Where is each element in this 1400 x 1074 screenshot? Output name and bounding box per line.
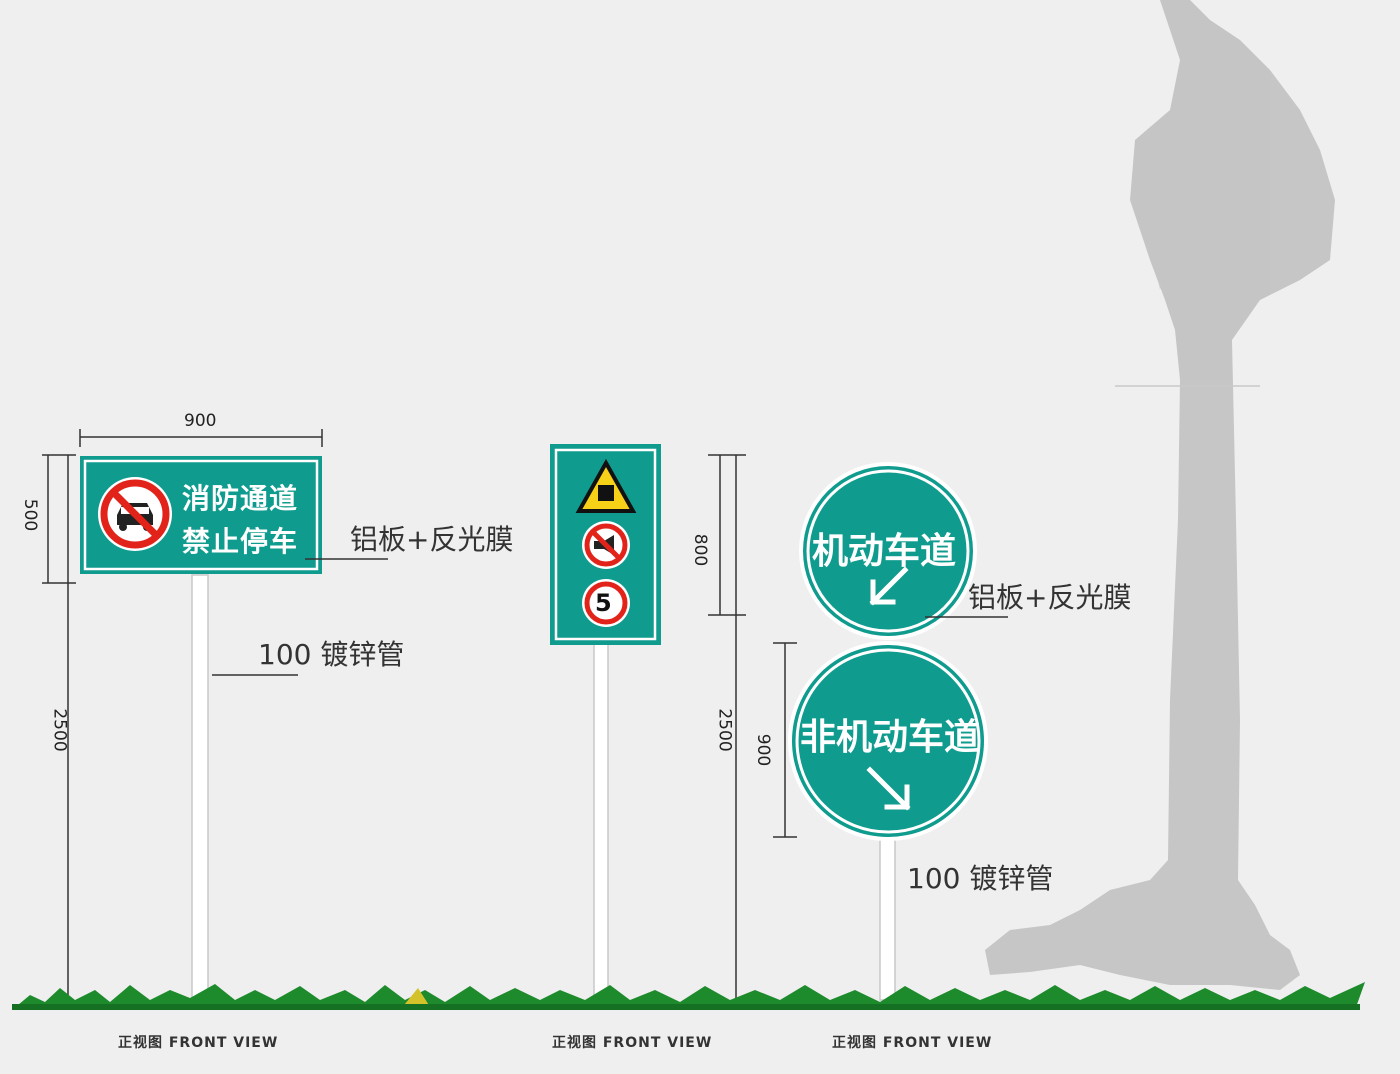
sign3-pole-label: 100 镀锌管 [907,862,1054,895]
sign2-height-label: 800 [690,533,711,567]
grass-strip [12,982,1365,1010]
sign1-total-height-label: 2500 [49,708,70,752]
no-horn-icon [582,521,630,569]
caption-sign2: 正视图 FRONT VIEW [552,1035,713,1051]
sign3-diameter-label: 900 [753,733,774,767]
sign1-line2: 禁止停车 [182,525,299,558]
top-circle-text: 机动车道 [812,531,957,572]
caption-sign1: 正视图 FRONT VIEW [118,1035,279,1051]
sign1-pole [191,574,209,1001]
bottom-circle-text: 非机动车道 [800,717,981,758]
palm-tree-silhouette [985,0,1335,990]
no-parking-car-icon [98,477,172,551]
sign1-height-label: 500 [20,498,41,532]
warning-triangle-icon [575,458,637,513]
down-left-arrow-icon [869,566,909,606]
sign3-pole [879,834,896,1001]
sign2-total-height-label: 2500 [714,708,735,752]
sign1-width-label: 900 [184,411,217,431]
speed-limit-icon [582,579,630,627]
speed-limit-value: 5 [595,589,612,617]
down-right-arrow-icon [866,766,911,811]
sign3-material-label: 铝板+反光膜 [968,581,1132,614]
sign1-line1: 消防通道 [182,482,299,515]
sign1-pole-label: 100 镀锌管 [258,638,405,671]
top-circle-sign [799,462,977,640]
caption-sign3: 正视图 FRONT VIEW [832,1035,993,1051]
sign2-pole [593,639,609,1001]
sign1-material-label: 铝板+反光膜 [350,523,514,556]
bottom-circle-sign [788,641,988,841]
